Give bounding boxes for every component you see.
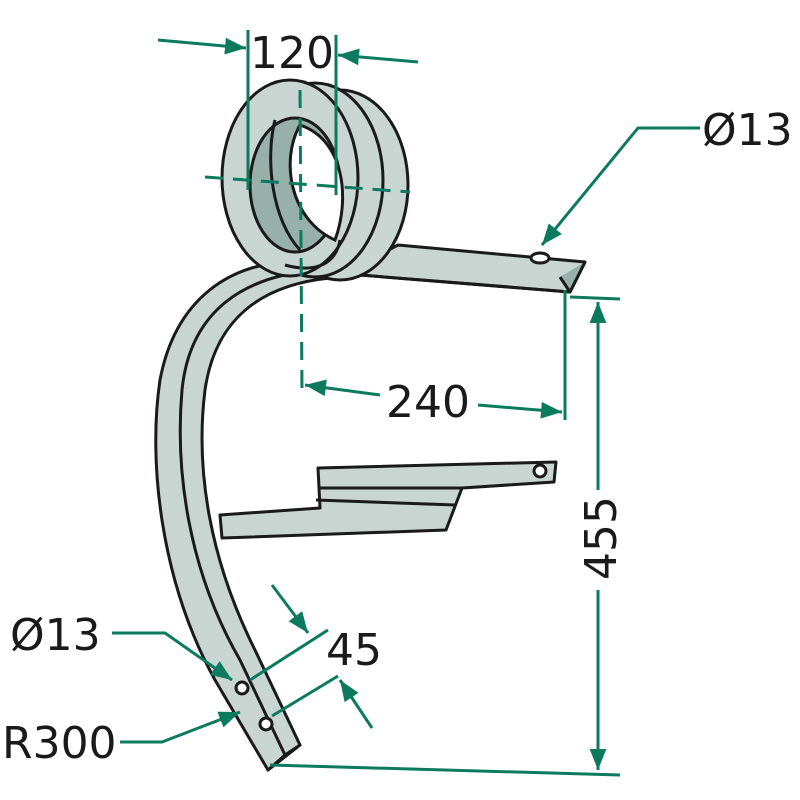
- hole-spacing-label: 45: [326, 625, 382, 676]
- height-label: 455: [576, 496, 627, 580]
- bottom-hole-1: [234, 680, 250, 696]
- dimension-lines: [112, 30, 700, 777]
- mounting-bar: [358, 243, 587, 294]
- radius-label: R300: [2, 718, 117, 769]
- bottom-hole-diameter-label: Ø13: [10, 610, 101, 661]
- bottom-hole-2: [258, 716, 274, 732]
- top-hole-diameter-label: Ø13: [702, 105, 793, 156]
- horizontal-offset-label: 240: [386, 377, 470, 428]
- tine-leg: [154, 260, 332, 772]
- coil-width-label: 120: [250, 28, 334, 79]
- top-hole: [529, 251, 551, 265]
- coil-spring: [220, 78, 410, 282]
- cross-section-detail: [218, 460, 558, 540]
